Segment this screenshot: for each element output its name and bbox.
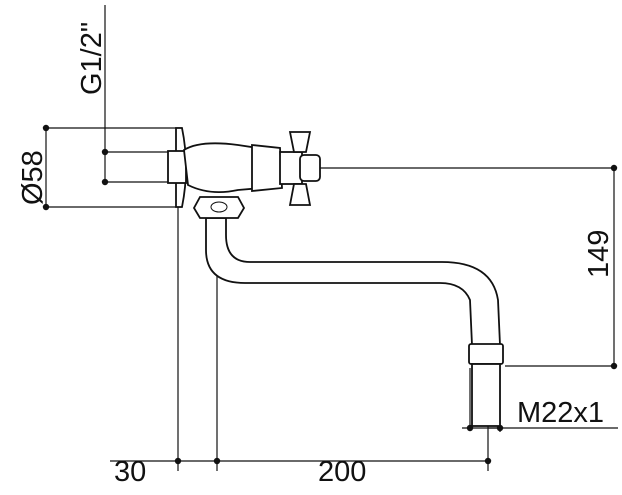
connector	[167, 150, 187, 184]
dimension-dots	[42, 124, 618, 465]
outlet-pipe	[471, 363, 501, 427]
cross-handle-bottom	[288, 183, 312, 206]
outlet-nut	[468, 343, 504, 365]
cross-handle-cap	[299, 154, 321, 182]
swivel-nut	[192, 196, 246, 219]
spout-tube	[205, 217, 501, 346]
height-label: 149	[583, 230, 615, 278]
cross-handle-top	[288, 131, 312, 153]
spout-length-label: 200	[318, 456, 366, 488]
flange-diameter-label: Ø58	[17, 150, 49, 205]
valve-body	[183, 142, 263, 194]
dimension-labels: G1/2" Ø58 149 M22x1 30 200	[17, 22, 615, 488]
outlet-thread-label: M22x1	[517, 397, 604, 429]
bonnet	[251, 143, 283, 192]
faucet	[167, 127, 504, 427]
thread-label: G1/2"	[76, 22, 108, 95]
wall-offset-label: 30	[114, 456, 146, 488]
